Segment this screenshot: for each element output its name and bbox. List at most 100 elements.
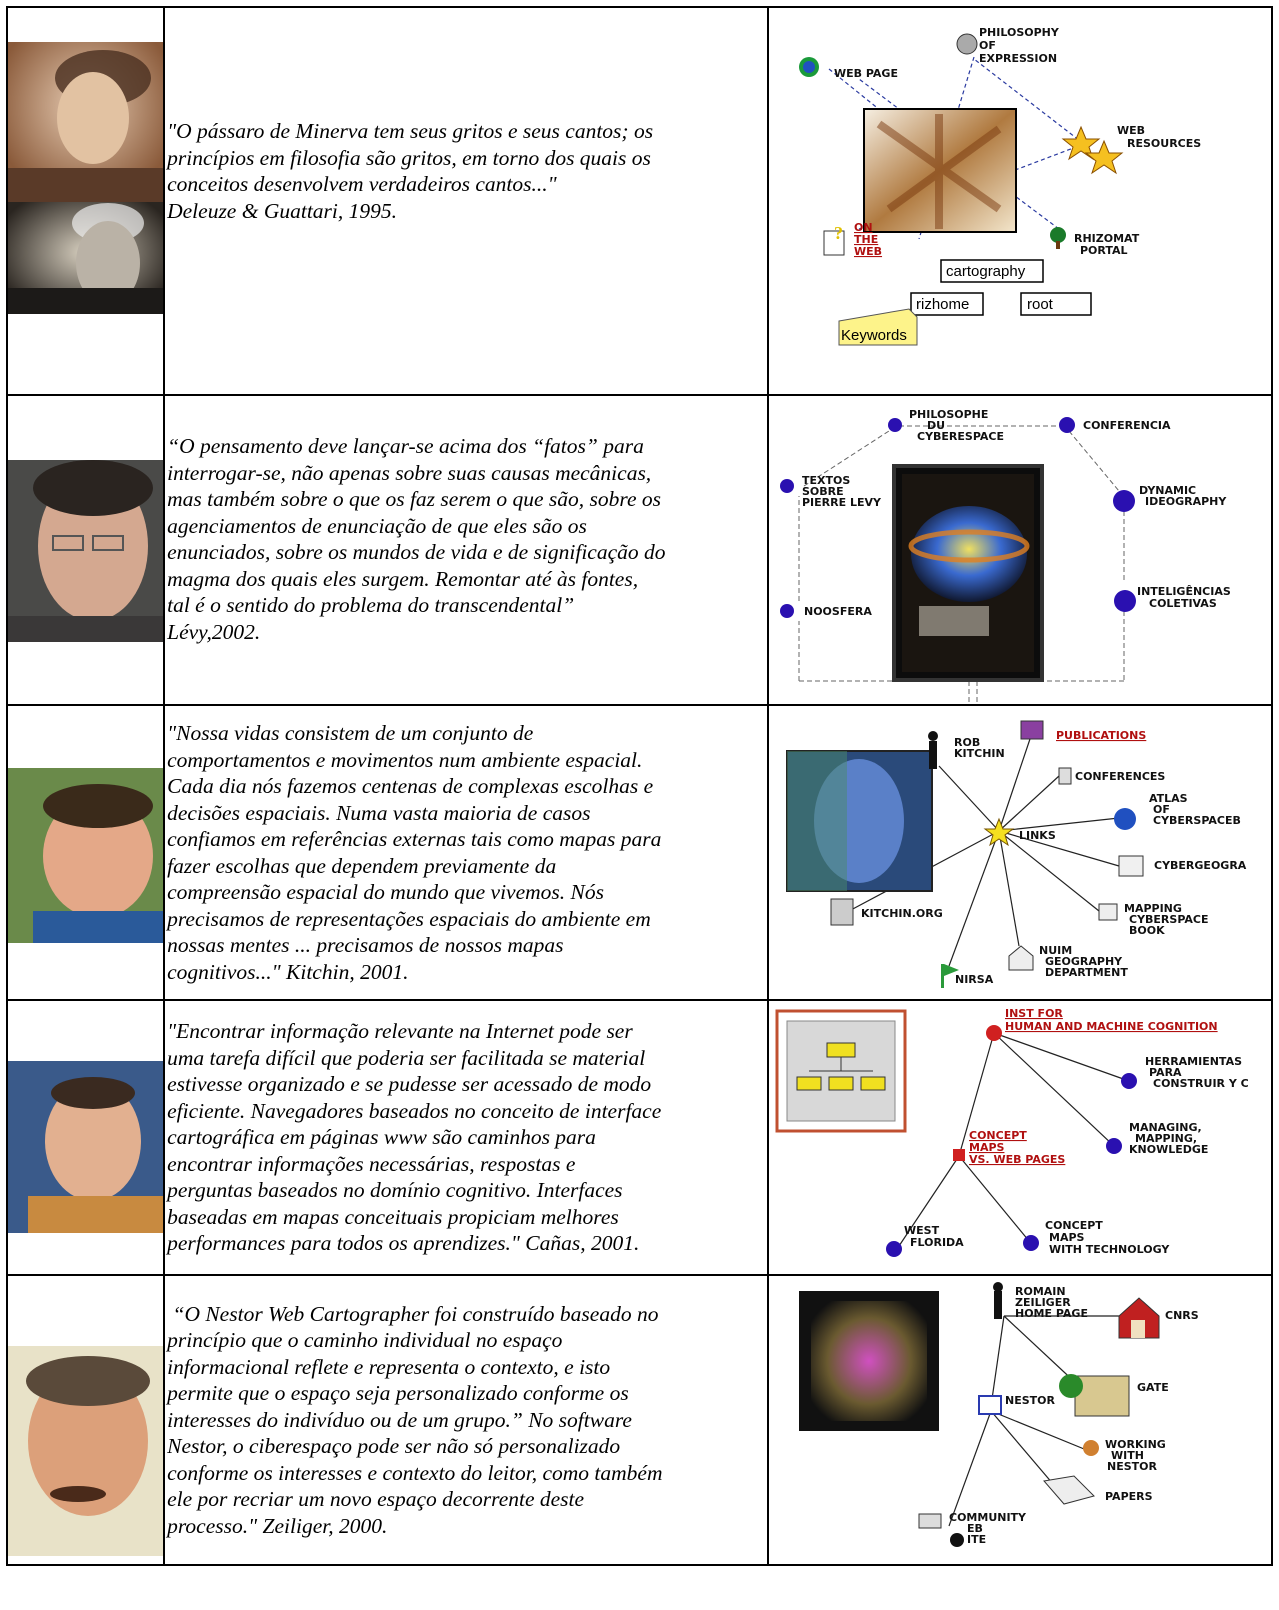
link-concept-maps[interactable]: VS. WEB PAGES [969, 1153, 1065, 1166]
link-publications[interactable]: PUBLICATIONS [1056, 729, 1146, 742]
node-working-with-nestor[interactable]: NESTOR [1107, 1460, 1157, 1473]
node-west-florida[interactable]: FLORIDA [910, 1236, 964, 1249]
node-rhizomat-portal[interactable]: RHIZOMAT [1074, 232, 1140, 245]
link-on-the-web[interactable]: WEB [854, 245, 882, 258]
node-cybergeography[interactable]: CYBERGEOGRA [1154, 859, 1247, 872]
flag-icon [940, 964, 959, 988]
nestor-icon [977, 1395, 1002, 1415]
concept-map-nestor: ROMAIN ZEILIGER HOME PAGE CNRS GATE NEST… [798, 1282, 1199, 1547]
node-philosophe[interactable]: PHILOSOPHE [909, 408, 988, 421]
node-herramientas[interactable]: PARA [1149, 1066, 1182, 1079]
node-atlas[interactable]: ATLAS [1149, 792, 1188, 805]
quote-text: “O pensamento deve lançar-se acima dos “… [167, 433, 762, 645]
quote-line: baseadas em mapas conceituais propiciam … [167, 1204, 619, 1229]
node-philosophe[interactable]: DU [927, 419, 945, 432]
node-romain-zeiliger[interactable]: HOME PAGE [1015, 1307, 1088, 1320]
node-web-resources[interactable]: WEB [1117, 124, 1145, 137]
table-row: “O pensamento deve lançar-se acima dos “… [5, 394, 1274, 706]
node-dynamic-ideography[interactable]: IDEOGRAPHY [1145, 495, 1227, 508]
node-cnrs[interactable]: CNRS [1165, 1309, 1199, 1322]
link-on-the-web[interactable]: ON [854, 221, 873, 234]
keyword-root[interactable]: root [1027, 296, 1054, 313]
link-on-the-web[interactable]: THE [854, 233, 878, 246]
node-philosophy[interactable]: PHILOSOPHY [979, 26, 1060, 39]
node-mapping-cyberspace[interactable]: CYBERSPACE [1129, 913, 1208, 926]
node-textos[interactable]: PIERRE LEVY [802, 496, 882, 509]
quote-citation: processo." Zeiliger, 2000. [167, 1513, 388, 1538]
node-dot [779, 604, 794, 618]
node-herramientas[interactable]: CONSTRUIR Y C [1153, 1077, 1249, 1090]
quote-cell: “O Nestor Web Cartographer foi construíd… [163, 1274, 769, 1566]
node-philosophy[interactable]: EXPRESSION [979, 52, 1057, 65]
node-herramientas[interactable]: HERRAMIENTAS [1145, 1055, 1242, 1068]
link-ihmc[interactable]: HUMAN AND MACHINE COGNITION [1005, 1020, 1218, 1033]
node-nirsa[interactable]: NIRSA [955, 973, 994, 986]
keyword-cartography[interactable]: cartography [946, 263, 1026, 280]
keyword-box[interactable] [1019, 292, 1092, 316]
node-conferencia[interactable]: CONFERENCIA [1083, 419, 1171, 432]
node-managing[interactable]: MAPPING, [1135, 1132, 1197, 1145]
keyword-box[interactable] [939, 259, 1044, 283]
node-textos[interactable]: SOBRE [802, 485, 844, 498]
link-concept-maps[interactable]: CONCEPT [969, 1129, 1027, 1142]
node-dynamic-ideography[interactable]: DYNAMIC [1139, 484, 1196, 497]
person-icon [949, 1533, 964, 1547]
map-cell: ROMAIN ZEILIGER HOME PAGE CNRS GATE NEST… [766, 1274, 1274, 1566]
node-managing[interactable]: MANAGING, [1129, 1121, 1202, 1134]
node-rhizomat-portal[interactable]: PORTAL [1080, 244, 1128, 257]
node-philosophe[interactable]: CYBERESPACE [917, 430, 1004, 443]
tree-icon [1049, 227, 1066, 243]
node-west-florida[interactable]: WEST [904, 1224, 940, 1237]
quote-line: agenciamentos de enunciação de que eles … [167, 513, 587, 538]
node-links[interactable]: LINKS [1019, 829, 1056, 842]
node-noosfera[interactable]: NOOSFERA [804, 605, 872, 618]
node-concept-maps-tech[interactable]: CONCEPT [1045, 1219, 1103, 1232]
table-row: "Encontrar informação relevante na Inter… [5, 999, 1274, 1276]
node-papers[interactable]: PAPERS [1105, 1490, 1153, 1503]
star-icon [1084, 139, 1124, 175]
link-concept-maps[interactable]: MAPS [969, 1141, 1005, 1154]
node-concept-maps-tech[interactable]: WITH TECHNOLOGY [1049, 1243, 1170, 1256]
node-concept-maps-tech[interactable]: MAPS [1049, 1231, 1085, 1244]
node-conferences[interactable]: CONFERENCES [1075, 770, 1165, 783]
keywords-callout[interactable] [838, 308, 918, 346]
node-community-web-site[interactable]: EB [967, 1522, 983, 1535]
map-cell: WEB PAGE PHILOSOPHY OF EXPRESSION WEB RE… [766, 6, 1274, 396]
node-inteligencias-coletivas[interactable]: COLETIVAS [1149, 597, 1217, 610]
computer-icon [918, 1513, 942, 1529]
node-nuim[interactable]: GEOGRAPHY [1045, 955, 1123, 968]
node-inteligencias-coletivas[interactable]: INTELIGÊNCIAS [1137, 585, 1231, 598]
keyword-rizhome[interactable]: rizhome [916, 296, 969, 313]
node-atlas[interactable]: OF [1153, 803, 1170, 816]
node-rob-kitchin[interactable]: KITCHIN [954, 747, 1005, 760]
globe-icon [1113, 808, 1136, 830]
node-romain-zeiliger[interactable]: ROMAIN [1015, 1285, 1066, 1298]
node-web-resources[interactable]: RESOURCES [1127, 137, 1201, 150]
node-atlas[interactable]: CYBERSPACEB [1153, 814, 1241, 827]
node-web-page[interactable]: WEB PAGE [834, 67, 898, 80]
quote-line: permite que o espaço seja personalizado … [167, 1381, 629, 1406]
node-rob-kitchin[interactable]: ROB [954, 736, 980, 749]
quote-line: nossas mentes ... precisamos de nossos m… [167, 933, 564, 957]
node-romain-zeiliger[interactable]: ZEILIGER [1015, 1296, 1071, 1309]
house-icon [1118, 1297, 1160, 1339]
node-nuim[interactable]: DEPARTMENT [1045, 966, 1128, 979]
org-chart-icon [826, 1042, 856, 1058]
node-kitchin-org[interactable]: KITCHIN.ORG [861, 907, 943, 920]
link-inst-for[interactable]: INST FOR [1005, 1007, 1063, 1020]
node-community-web-site[interactable]: ITE [967, 1533, 986, 1546]
node-managing[interactable]: KNOWLEDGE [1129, 1143, 1208, 1156]
node-working-with-nestor[interactable]: WORKING [1105, 1438, 1166, 1451]
node-gate[interactable]: GATE [1137, 1381, 1169, 1394]
quote-line: mas também sobre o que os faz serem o qu… [167, 487, 661, 511]
node-mapping-cyberspace[interactable]: BOOK [1129, 924, 1165, 937]
keyword-box[interactable] [909, 292, 984, 316]
node-community-web-site[interactable]: COMMUNITY [949, 1511, 1027, 1524]
node-nuim[interactable]: NUIM [1039, 944, 1072, 957]
node-nestor[interactable]: NESTOR [1005, 1394, 1055, 1407]
callout-keywords[interactable]: Keywords [841, 327, 907, 344]
node-working-with-nestor[interactable]: WITH [1111, 1449, 1144, 1462]
node-mapping-cyberspace[interactable]: MAPPING [1124, 902, 1182, 915]
node-philosophy[interactable]: OF [979, 39, 996, 52]
node-textos[interactable]: TEXTOS [802, 474, 850, 487]
